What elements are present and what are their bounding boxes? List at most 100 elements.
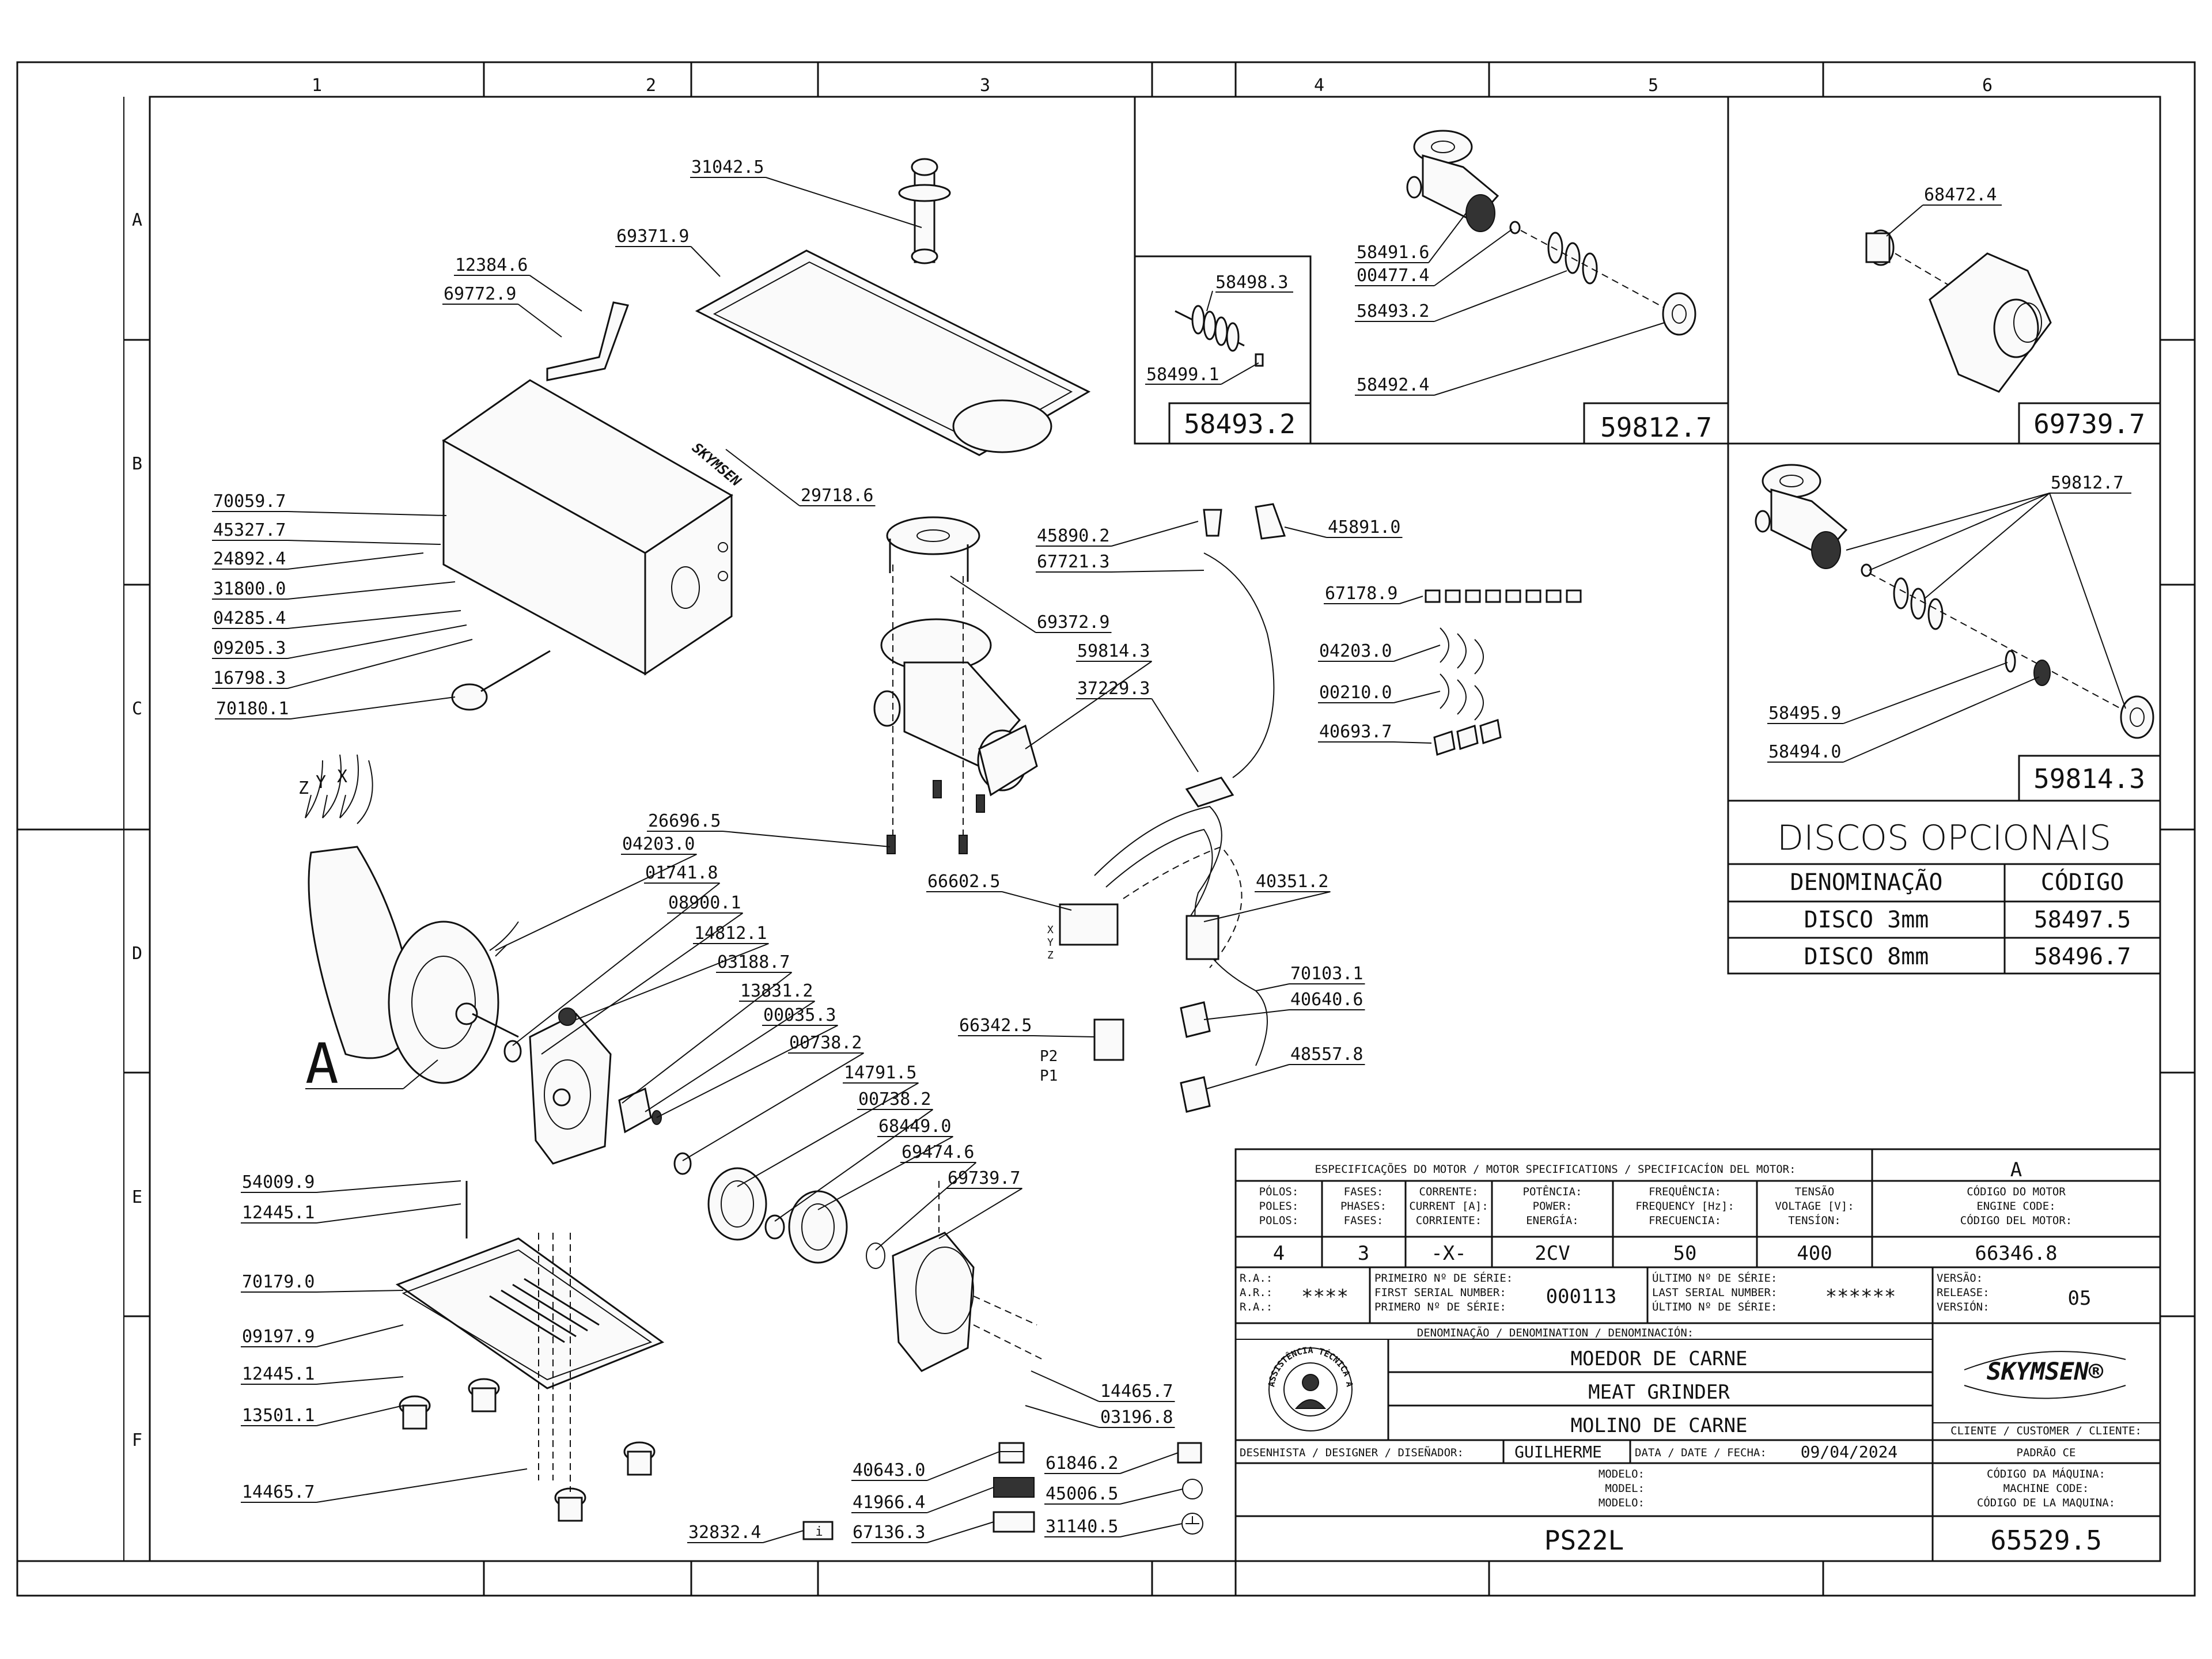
callout-leader-line (1255, 983, 1290, 991)
callout-label: 04285.4 (213, 608, 286, 628)
callout-45890-2: 45890.2 (1036, 521, 1199, 547)
callout-leader-line (1111, 570, 1205, 573)
callout-26696-5: 26696.5 (647, 811, 891, 847)
callout-67721-3: 67721.3 (1036, 552, 1205, 573)
callout-24892-4: 24892.4 (212, 549, 424, 570)
detail-59812-label-2: 00477.4 (1357, 266, 1429, 286)
version-label-3: VERSIÓN: (1937, 1300, 1990, 1313)
callout-label: 40643.0 (853, 1460, 925, 1480)
client-value: PADRÃO CE (2017, 1446, 2076, 1459)
callout-31140-5: 31140.5 (1044, 1517, 1183, 1537)
callout-12445-1: 12445.1 (241, 1364, 404, 1385)
callout-leader-line (656, 1025, 838, 1118)
callout-label: 14465.7 (1100, 1381, 1173, 1402)
callout-label: 68449.0 (878, 1116, 951, 1137)
callout-leader-line (1120, 1452, 1179, 1474)
detail-69739-label-1: 68472.4 (1924, 185, 1997, 205)
name-es: MOLINO DE CARNE (1570, 1414, 1747, 1437)
spec-poles-value: 4 (1273, 1242, 1285, 1265)
callout-label: 03196.8 (1100, 1407, 1173, 1427)
last-serial-label-2: LAST SERIAL NUMBER: (1652, 1286, 1777, 1299)
callout-label: 12384.6 (455, 255, 528, 275)
callout-00035-3: 00035.3 (656, 1005, 838, 1118)
machine-code-label-3: CÓDIGO DE LA MAQUINA: (1977, 1495, 2115, 1509)
voltage-symbol-icon (1182, 1479, 1203, 1499)
grid-row-c: C (132, 699, 142, 719)
spec-frequency-h1: FREQUÊNCIA: (1649, 1185, 1721, 1198)
grid-col-6: 6 (1982, 75, 1993, 96)
model-label-1: MODELO: (1599, 1468, 1645, 1480)
callout-leader-line (1284, 527, 1327, 538)
ra-label-1: R.A.: (1240, 1272, 1272, 1285)
spec-voltage-h3: TENSÍON: (1788, 1214, 1841, 1227)
callout-leader-line (690, 246, 721, 277)
spec-current-h2: CURRENT [A]: (1409, 1200, 1488, 1213)
callout-leader-line (290, 696, 456, 719)
callout-label: 59814.3 (1077, 641, 1150, 661)
callout-01741-8: 01741.8 (512, 863, 721, 1046)
callout-69772-9: 69772.9 (442, 284, 562, 338)
callout-45891-0: 45891.0 (1284, 517, 1403, 538)
engine-code-h2: ENGINE CODE: (1976, 1200, 2055, 1213)
spec-voltage-value: 400 (1797, 1242, 1832, 1265)
callout-00210-0: 00210.0 (1318, 683, 1441, 703)
callout-leader-line (287, 552, 424, 570)
name-en: MEAT GRINDER (1588, 1381, 1730, 1404)
last-serial-label-1: ÚLTIMO Nº DE SÉRIE: (1652, 1271, 1777, 1285)
last-serial-value: ****** (1825, 1285, 1896, 1308)
authorized-service-seal: ASSISTÊNCIA TÉCNICA AUTORIZADA (0, 0, 1355, 1431)
callout-29718-6: 29718.6 (725, 449, 876, 506)
callout-66602-5: 66602.5 (926, 872, 1072, 911)
engine-code-h3: CÓDIGO DEL MOTOR: (1960, 1213, 2072, 1227)
callout-31800-0: 31800.0 (212, 579, 456, 600)
axis-x-label: X (337, 767, 347, 787)
first-serial-label-1: PRIMEIRO Nº DE SÉRIE: (1374, 1271, 1513, 1285)
detail-58493-code: 58493.2 (1184, 408, 1296, 440)
callout-label: 26696.5 (648, 811, 721, 831)
designer-value: GUILHERME (1514, 1442, 1602, 1461)
callout-leader-line (1393, 691, 1441, 703)
callout-leader-line (1025, 1405, 1100, 1428)
callout-13501-1: 13501.1 (241, 1405, 404, 1426)
callout-label: 00035.3 (763, 1005, 836, 1025)
detail-69739: 69739.7 68472.4 (1727, 96, 2161, 445)
grid-row-b: B (132, 454, 142, 474)
spec-voltage-h2: VOLTAGE [V]: (1775, 1200, 1854, 1213)
callout-leader-line (512, 882, 721, 1046)
callout-leader-line (622, 972, 793, 1104)
detail-59812: 59812.7 58491.6 00477.4 58493.2 58492.4 (1134, 96, 1729, 445)
callout-label: 14812.1 (694, 923, 767, 944)
version-label-1: VERSÃO: (1937, 1271, 1983, 1285)
spec-phases-h1: FASES: (1344, 1185, 1384, 1198)
seal-ring-text: ASSISTÊNCIA TÉCNICA AUTORIZADA (0, 0, 1355, 1388)
detail-58493: 58493.2 58498.3 58499.1 (1134, 255, 1312, 445)
callout-leader-line (763, 1530, 804, 1543)
callout-03188-7: 03188.7 (622, 952, 793, 1104)
disc-row-2-name: DISCO 8mm (1804, 944, 1929, 970)
callout-04203-0: 04203.0 (1318, 641, 1441, 662)
grid-row-e: E (132, 1187, 142, 1207)
grid-row-d: D (132, 944, 142, 964)
callout-70180-1: 70180.1 (215, 696, 456, 719)
callout-leader-line (1393, 741, 1432, 744)
callout-label: 31042.5 (691, 157, 764, 177)
callout-leader-line (766, 177, 922, 228)
version-value: 05 (2068, 1287, 2092, 1310)
spec-frequency-h2: FREQUENCY [Hz]: (1635, 1200, 1734, 1213)
callout-67178-9: 67178.9 (1324, 584, 1423, 604)
callout-leader-line (517, 304, 562, 338)
callout-40640-6: 40640.6 (1203, 990, 1365, 1020)
grid-row-a: A (132, 210, 142, 230)
callout-leader-line (316, 1203, 461, 1224)
callout-label: 13831.2 (740, 981, 813, 1001)
callout-leader-line (1002, 891, 1072, 911)
callout-leader-line (774, 1109, 934, 1222)
callout-16798-3: 16798.3 (212, 639, 473, 689)
engine-code-value: 66346.8 (1975, 1242, 2057, 1265)
callout-14812-1: 14812.1 (575, 923, 769, 1020)
callout-label: 69474.6 (902, 1142, 974, 1162)
callout-leader-line (287, 639, 473, 689)
detail-59812-code: 59812.7 (1600, 412, 1712, 443)
callout-leader-line (1203, 1009, 1290, 1020)
